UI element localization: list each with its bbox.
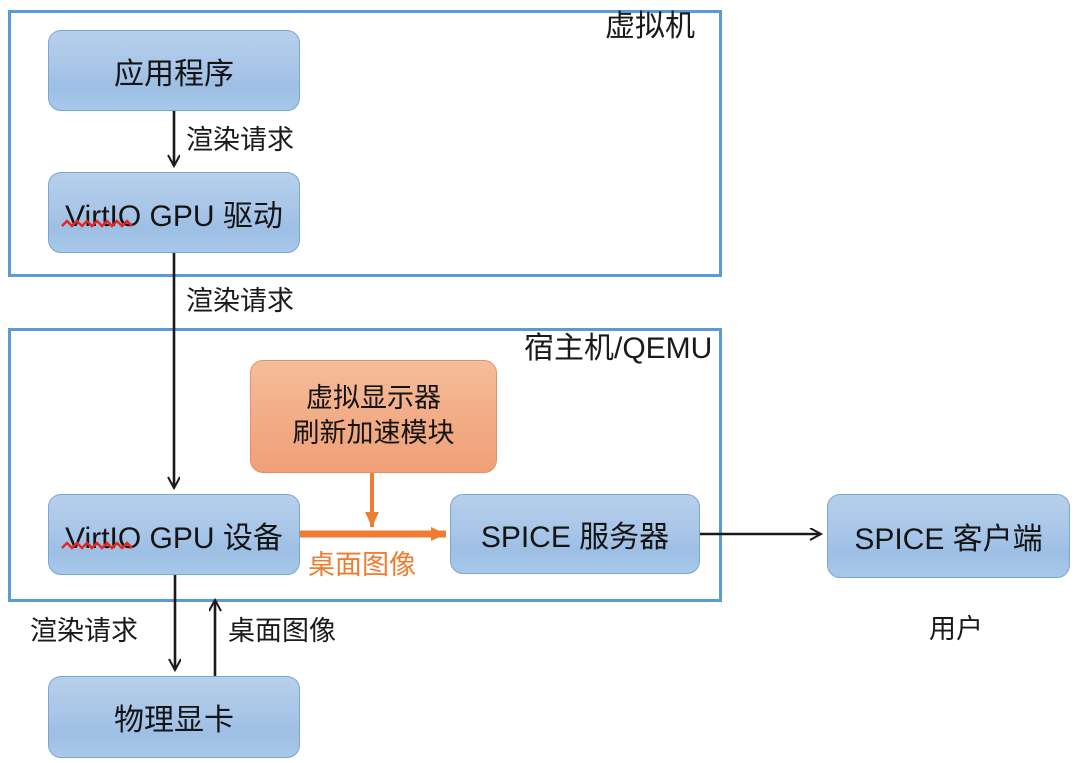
node-virtio-gpu-device-label: VirtIO GPU 设备 [65, 521, 283, 555]
node-spice-server-label: SPICE 服务器 [480, 521, 670, 554]
host-container [8, 328, 722, 602]
edge-label-device-to-spice-server: 桌面图像 [308, 550, 416, 580]
node-spice-client[interactable]: SPICE 客户端 [827, 494, 1070, 578]
edge-label-driver-to-device: 渲染请求 [186, 286, 294, 316]
vm-container-label: 虚拟机 [605, 10, 695, 43]
node-physical-gpu-label: 物理显卡 [114, 704, 234, 737]
node-virtio-gpu-driver-label: VirtIO GPU 驱动 [65, 199, 283, 233]
node-physical-gpu[interactable]: 物理显卡 [48, 676, 300, 758]
node-virtual-display-module-label-line1: 虚拟显示器 [306, 382, 441, 414]
node-application-label: 应用程序 [114, 57, 234, 91]
node-virtio-gpu-driver[interactable]: VirtIO GPU 驱动 [48, 172, 300, 253]
node-application[interactable]: 应用程序 [48, 30, 300, 111]
vm-container [8, 10, 722, 277]
label-user: 用户 [929, 614, 983, 644]
edge-label-app-to-driver: 渲染请求 [186, 125, 294, 155]
node-spice-client-label: SPICE 客户端 [854, 523, 1043, 556]
node-spice-server[interactable]: SPICE 服务器 [450, 494, 700, 574]
edge-label-device-to-physical-gpu: 渲染请求 [30, 616, 138, 646]
host-container-label: 宿主机/QEMU [524, 332, 713, 365]
node-virtio-gpu-device[interactable]: VirtIO GPU 设备 [48, 494, 300, 575]
node-virtual-display-module[interactable]: 虚拟显示器 刷新加速模块 [250, 360, 497, 473]
edge-label-physical-gpu-to-device: 桌面图像 [228, 616, 336, 646]
node-virtual-display-module-label-line2: 刷新加速模块 [292, 417, 455, 449]
